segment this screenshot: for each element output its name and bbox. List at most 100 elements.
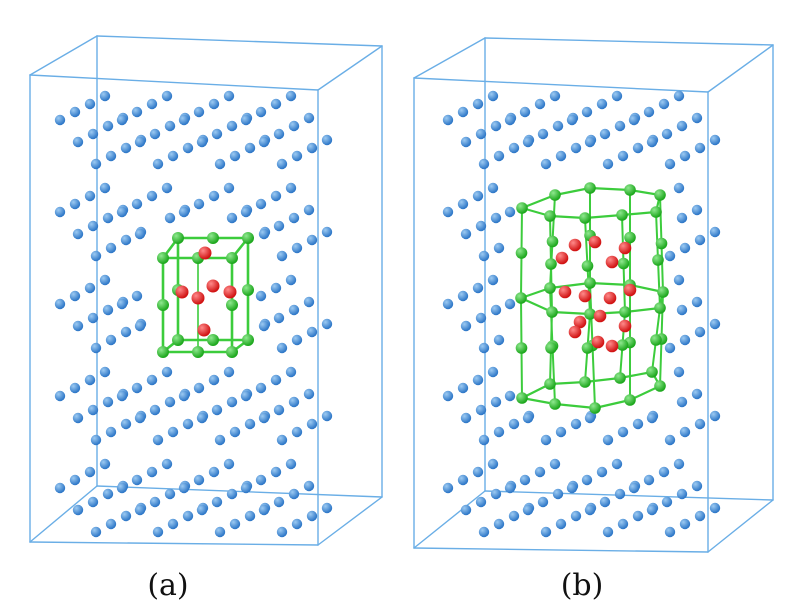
cluster-atom: [579, 376, 591, 388]
cluster-atom: [624, 394, 636, 406]
box-edge: [29, 541, 319, 546]
host-atom: [102, 120, 114, 132]
host-atom: [566, 482, 578, 494]
host-atom: [72, 504, 84, 516]
cluster-atom: [589, 402, 601, 414]
host-atom: [472, 282, 484, 294]
box-edge: [484, 37, 774, 46]
host-atom: [54, 206, 66, 218]
host-atom: [508, 142, 520, 154]
host-atom: [288, 304, 300, 316]
host-atom: [673, 458, 685, 470]
host-atom: [84, 374, 96, 386]
host-atom: [487, 458, 499, 470]
host-atom: [223, 182, 235, 194]
host-atom: [72, 412, 84, 424]
host-atom: [84, 466, 96, 478]
host-atom: [134, 504, 146, 516]
host-atom: [475, 312, 487, 324]
host-atom: [661, 128, 673, 140]
interior-atom: [618, 319, 632, 333]
interior-atom: [175, 285, 189, 299]
host-atom: [223, 366, 235, 378]
cluster-atom: [579, 212, 591, 224]
host-atom: [673, 274, 685, 286]
host-atom: [87, 220, 99, 232]
host-atom: [69, 382, 81, 394]
cluster-atom: [515, 247, 528, 259]
host-atom: [460, 412, 472, 424]
host-atom: [244, 510, 256, 522]
host-atom: [646, 412, 658, 424]
host-atom: [90, 250, 102, 262]
host-atom: [472, 98, 484, 110]
host-atom: [214, 434, 226, 446]
host-atom: [599, 496, 611, 508]
interior-atom: [573, 315, 587, 329]
host-atom: [493, 150, 505, 162]
cluster-bond: [550, 310, 592, 316]
host-atom: [208, 374, 220, 386]
host-atom: [288, 212, 300, 224]
host-atom: [457, 382, 469, 394]
host-atom: [617, 426, 629, 438]
host-atom: [519, 106, 531, 118]
host-atom: [303, 112, 315, 124]
host-atom: [146, 374, 158, 386]
host-atom: [584, 504, 596, 516]
host-atom: [214, 526, 226, 538]
host-atom: [102, 488, 114, 500]
host-atom: [90, 158, 102, 170]
interior-atom: [618, 241, 632, 255]
host-atom: [602, 434, 614, 446]
host-atom: [628, 482, 640, 494]
host-atom: [291, 242, 303, 254]
host-atom: [493, 242, 505, 254]
box-edge: [96, 485, 383, 498]
cluster-atom: [646, 366, 658, 378]
host-atom: [131, 290, 143, 302]
interior-atom: [605, 339, 619, 353]
host-atom: [599, 128, 611, 140]
host-atom: [555, 150, 567, 162]
box-edge: [29, 35, 98, 76]
host-atom: [508, 418, 520, 430]
box-edge: [317, 496, 383, 546]
host-atom: [478, 526, 490, 538]
host-atom: [664, 250, 676, 262]
host-atom: [270, 374, 282, 386]
host-atom: [120, 234, 132, 246]
interior-atom: [197, 323, 211, 337]
cluster-atom: [614, 372, 626, 384]
interior-atom: [558, 285, 572, 299]
host-atom: [493, 334, 505, 346]
host-atom: [549, 458, 561, 470]
host-atom: [285, 458, 297, 470]
host-atom: [116, 390, 128, 402]
host-atom: [508, 510, 520, 522]
host-atom: [54, 298, 66, 310]
cluster-atom: [650, 206, 662, 218]
host-atom: [244, 142, 256, 154]
host-atom: [87, 128, 99, 140]
host-atom: [490, 488, 502, 500]
host-atom: [303, 388, 315, 400]
host-atom: [460, 228, 472, 240]
host-atom: [161, 182, 173, 194]
cluster-atom: [655, 237, 668, 250]
host-atom: [167, 150, 179, 162]
host-atom: [223, 458, 235, 470]
host-atom: [709, 410, 721, 422]
cluster-atom: [549, 189, 561, 201]
cluster-atom: [545, 342, 557, 354]
host-atom: [99, 182, 111, 194]
host-atom: [152, 434, 164, 446]
host-atom: [522, 136, 534, 148]
host-atom: [223, 90, 235, 102]
box-edge: [707, 44, 774, 93]
host-atom: [131, 474, 143, 486]
host-atom: [276, 250, 288, 262]
host-atom: [472, 466, 484, 478]
host-atom: [116, 298, 128, 310]
host-atom: [211, 404, 223, 416]
